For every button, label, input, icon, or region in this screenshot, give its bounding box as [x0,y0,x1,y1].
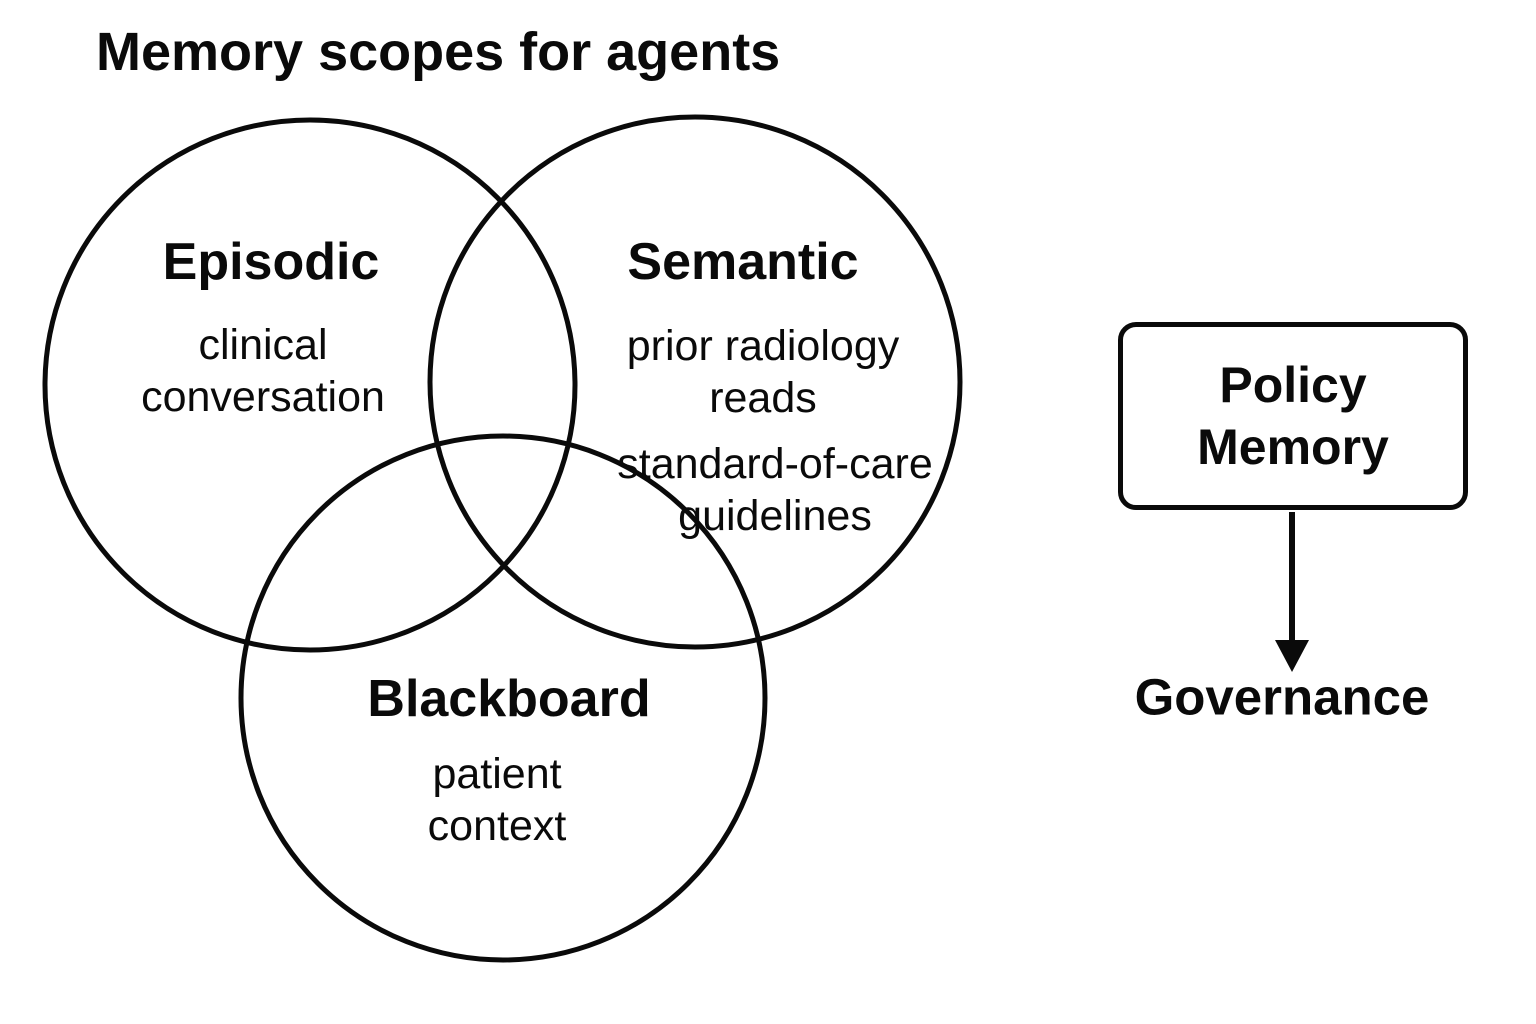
semantic-set-description-1: prior radiology reads [626,322,900,422]
governance-label: Governance [1134,668,1430,726]
blackboard-set-label: Blackboard [367,670,651,728]
policy-arrow-head-icon [1275,640,1309,672]
episodic-circle [42,117,578,653]
semantic-set-label: Semantic [627,233,859,291]
blackboard-circle [238,433,768,963]
semantic-set-description-2: standard-of-care guidelines [617,440,933,540]
blackboard-set-description: patient context [427,750,567,850]
semantic-circle [427,114,963,650]
policy-memory-box: Policy Memory [1118,322,1468,510]
episodic-set-label: Episodic [162,233,380,291]
policy-memory-box-label: Policy Memory [1197,357,1389,475]
episodic-set-description: clinical conversation [141,321,385,421]
diagram-title: Memory scopes for agents [96,22,781,82]
